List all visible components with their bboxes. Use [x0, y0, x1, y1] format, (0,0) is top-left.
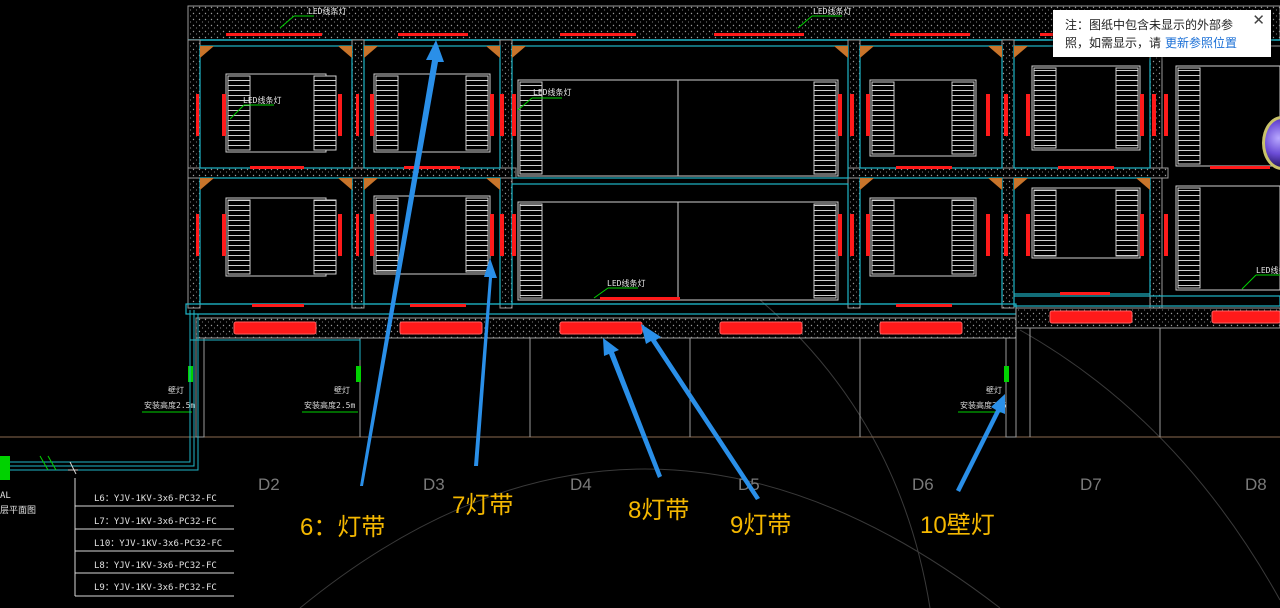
- distribution-panel: [0, 456, 10, 480]
- led-label: LED线条: [1256, 265, 1280, 275]
- wall-lamp-title: 壁灯: [986, 385, 1002, 395]
- circuit-row: L10：YJV-1KV-3x6-PC32-FC: [94, 539, 222, 549]
- led-label-group: LED线条灯 LED线条灯 LED线条灯 LED线条灯 LED线条灯 LED线条: [229, 6, 1280, 299]
- panel-label: 层平面图: [0, 505, 36, 516]
- led-label: LED线条灯: [813, 6, 851, 16]
- arrow-7: [474, 258, 497, 466]
- circuit-row: L6：YJV-1KV-3x6-PC32-FC: [94, 494, 217, 504]
- wall-lamps: 壁灯 安装高度2.5m 壁灯 安装高度2.5m 壁灯 安装高度2.5: [142, 366, 1009, 413]
- wall-lamp-title: 壁灯: [334, 385, 350, 395]
- annotation-label: 7灯带: [452, 492, 513, 519]
- close-icon[interactable]: ✕: [1252, 12, 1265, 29]
- notice-text: 注：图纸中包含未显示的外部参照，如需显示，请: [1065, 18, 1234, 50]
- cursor-icon: [68, 461, 78, 475]
- arrow-8: [603, 338, 662, 478]
- led-label: LED线条灯: [308, 6, 346, 16]
- building-structure: [185, 5, 1280, 438]
- external-reference-notice: 注：图纸中包含未显示的外部参照，如需显示，请更新参照位置 ✕: [1053, 10, 1271, 57]
- annotation-labels: 6：灯带 7灯带 8灯带 9灯带 10壁灯: [300, 492, 995, 541]
- circuit-table: L6：YJV-1KV-3x6-PC32-FC L7：YJV-1KV-3x6-PC…: [74, 478, 234, 597]
- windows: [225, 65, 1280, 301]
- wall-lamp-title: 壁灯: [168, 385, 184, 395]
- wall-lamp-height: 安装高度2.5: [960, 400, 1007, 410]
- wall-lamp-height: 安装高度2.5m: [144, 400, 195, 410]
- annotation-label: 6：灯带: [300, 514, 385, 541]
- feeder-lines: [8, 310, 361, 471]
- annotation-label: 8灯带: [628, 497, 689, 524]
- arrow-9: [641, 324, 760, 500]
- circuit-row: L9：YJV-1KV-3x6-PC32-FC: [94, 583, 217, 593]
- led-label: LED线条灯: [607, 278, 645, 288]
- axis-label: D6: [912, 475, 934, 494]
- arrow-10: [956, 394, 1005, 492]
- annotation-label: 9灯带: [730, 512, 791, 539]
- axis-label: D4: [570, 475, 592, 494]
- annotation-arrows: [360, 40, 1005, 500]
- background-arcs: [299, 299, 1280, 608]
- cable-marks: [39, 455, 57, 471]
- led-label: LED线条灯: [533, 87, 571, 97]
- axis-label: D7: [1080, 475, 1102, 494]
- axis-label: D2: [258, 475, 280, 494]
- led-label: LED线条灯: [243, 95, 281, 105]
- update-reference-link[interactable]: 更新参照位置: [1165, 36, 1238, 50]
- annotation-label: 10壁灯: [920, 512, 995, 539]
- panel-label: AL: [0, 491, 11, 501]
- circuit-row: L8：YJV-1KV-3x6-PC32-FC: [94, 561, 217, 571]
- arrow-6: [360, 40, 444, 486]
- wall-lamp-height: 安装高度2.5m: [304, 400, 355, 410]
- axis-label: D8: [1245, 475, 1267, 494]
- arch-brackets: [200, 46, 1150, 190]
- circuit-row: L7：YJV-1KV-3x6-PC32-FC: [94, 517, 217, 527]
- axis-label: D3: [423, 475, 445, 494]
